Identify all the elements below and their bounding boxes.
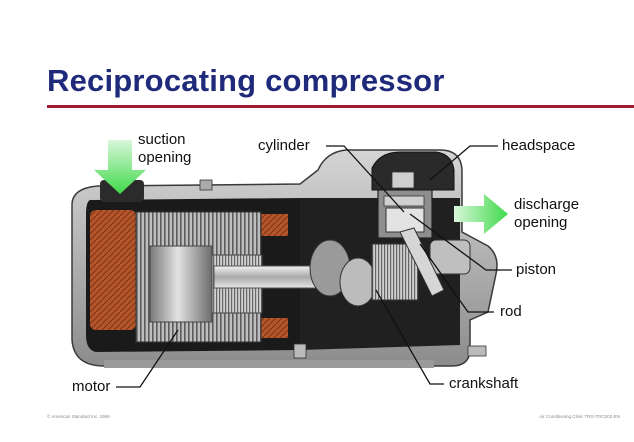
label-suction-opening: suction opening <box>138 131 191 167</box>
suction-flow-arrow <box>94 140 146 194</box>
compressor-base <box>104 179 487 368</box>
leader-motor <box>116 329 179 388</box>
leader-cylinder <box>326 145 405 213</box>
label-rod: rod <box>500 303 522 320</box>
title-underline <box>47 105 634 108</box>
footer-copyright: © American Standard Inc. 1999 <box>47 414 110 419</box>
label-motor: motor <box>72 378 111 395</box>
label-piston: piston <box>516 261 557 278</box>
leader-headspace <box>429 145 498 181</box>
label-cylinder: cylinder <box>258 137 310 154</box>
leader-rod <box>419 243 494 313</box>
leader-lines <box>116 145 512 388</box>
label-suction-line2: opening <box>138 149 192 166</box>
connecting-rod <box>399 227 445 297</box>
discharge-flow-arrow <box>454 194 508 234</box>
cylinder-head <box>371 151 455 191</box>
motor-windings <box>90 210 288 338</box>
leader-piston <box>409 213 512 271</box>
leader-crankshaft <box>375 289 444 385</box>
label-suction-line1: suction <box>138 131 186 148</box>
label-discharge-line2: opening <box>514 214 568 231</box>
label-discharge-line1: discharge <box>514 196 580 213</box>
label-crankshaft: crankshaft <box>449 375 519 392</box>
label-headspace: headspace <box>502 137 576 154</box>
piston <box>385 207 471 275</box>
slide-title: Reciprocating compressor <box>47 63 445 98</box>
crankshaft <box>213 239 419 307</box>
footer-course-id: Air Conditioning Clinic TRG-TRC002-EN <box>539 414 620 419</box>
label-discharge-opening: discharge opening <box>514 196 579 232</box>
